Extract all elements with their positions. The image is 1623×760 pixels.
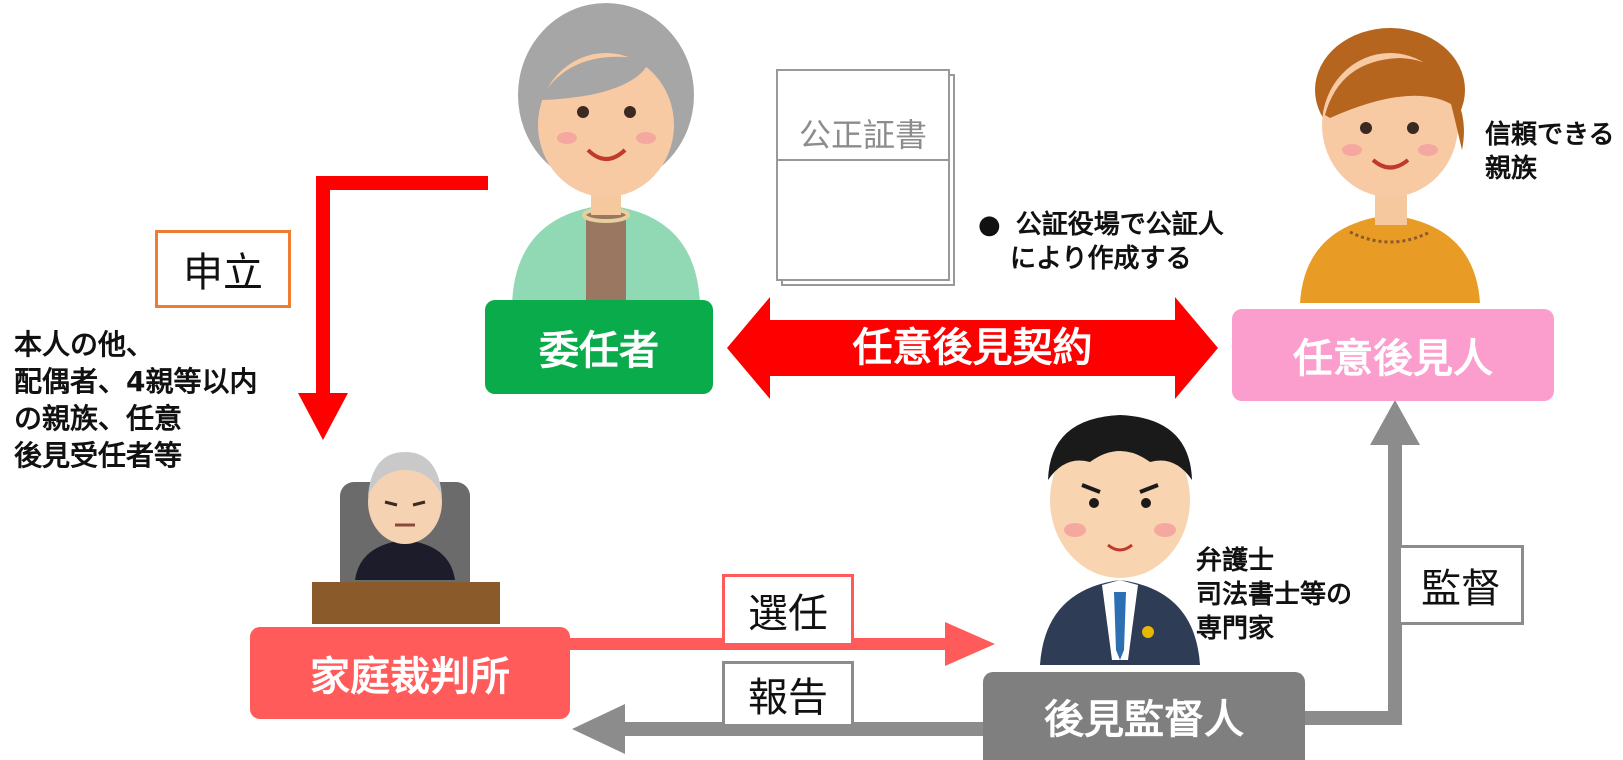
judge-icon [312,452,500,624]
supervisor-note-line-3: 専門家 [1196,614,1275,644]
guardian-note-line-2: 親族 [1485,154,1538,184]
document-note: ● 公証役場で公証人 により作成する [978,208,1224,276]
contract-label: 任意後見契約 [852,325,1093,371]
petitioners-line-1: 本人の他、 [14,328,155,361]
document-icon [776,69,955,286]
petitioners-line-3: の親族、任意 [14,402,183,435]
document-title: 公正証書 [798,116,927,154]
principal-node: 委任者 [485,300,713,394]
guardian-note: 信頼できる 親族 [1485,118,1614,186]
appointment-label: 選任 [722,574,854,643]
supervisor-node: 後見監督人 [983,672,1305,760]
petitioners-line-4: 後見受任者等 [14,439,183,472]
report-label: 報告 [722,661,854,724]
guardian-label: 任意後見人 [1293,336,1493,382]
bullet-icon: ● [978,210,1001,240]
document-note-text-1: 公証役場で公証人 [1015,210,1224,240]
petition-arrow [298,176,488,440]
court-label: 家庭裁判所 [310,654,510,700]
court-node: 家庭裁判所 [250,627,570,719]
supervisor-note-line-1: 弁護士 [1196,546,1275,576]
petition-label: 申立 [155,230,291,308]
elderly-woman-icon [512,3,700,305]
supervisor-label: 後見監督人 [1044,697,1244,743]
petitioners-note: 本人の他、 配偶者、4親等以内 の親族、任意 後見受任者等 [14,326,257,474]
guardian-node: 任意後見人 [1232,309,1554,401]
young-woman-icon [1300,28,1480,303]
supervision-arrow [1300,400,1420,725]
lawyer-icon [1040,415,1200,665]
supervisor-note-line-2: 司法書士等の [1196,580,1353,610]
supervisor-note: 弁護士 司法書士等の 専門家 [1196,544,1352,646]
petitioners-line-2: 配偶者、4親等以内 [14,365,258,398]
guardian-note-line-1: 信頼できる [1485,120,1615,150]
document-note-line-2: により作成する [1010,244,1192,274]
document-note-line-1: ● 公証役場で公証人 [978,208,1224,242]
principal-label: 委任者 [539,328,659,374]
supervision-label: 監督 [1398,545,1524,625]
report-arrow [572,704,992,754]
contract-arrow [727,297,1218,399]
